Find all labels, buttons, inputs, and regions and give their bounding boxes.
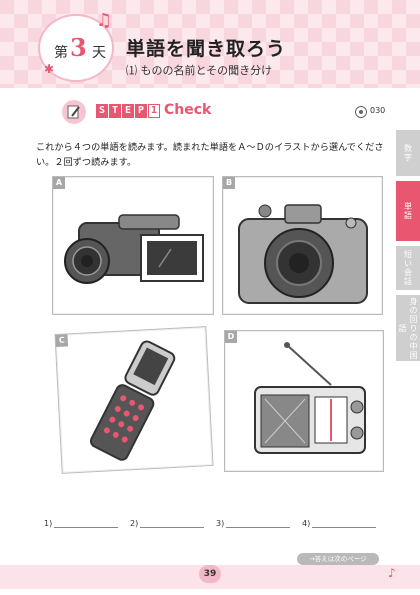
answer-number: 1) bbox=[44, 519, 53, 528]
answer-blank[interactable]: 2) bbox=[130, 519, 205, 528]
side-tab-everyday-chinese[interactable]: 身の回りの中国語 bbox=[396, 295, 420, 361]
card-label: C bbox=[55, 334, 69, 348]
radio-icon bbox=[254, 342, 366, 454]
picture-card-b[interactable]: B bbox=[222, 176, 383, 315]
step-letter: T bbox=[109, 104, 121, 118]
music-note-icon: ♪ bbox=[388, 566, 396, 580]
day-suffix: 天 bbox=[92, 45, 106, 61]
answer-number: 4) bbox=[302, 519, 311, 528]
star-icon: ✱ bbox=[44, 62, 55, 76]
answer-number: 3) bbox=[216, 519, 225, 528]
page-number: 39 bbox=[199, 565, 221, 583]
picture-card-a[interactable]: A bbox=[52, 176, 214, 315]
answer-blank[interactable]: 4) bbox=[302, 519, 377, 528]
card-label: D bbox=[225, 331, 237, 343]
camera-icon bbox=[238, 204, 368, 304]
answer-blank[interactable]: 1) bbox=[44, 519, 119, 528]
picture-card-c[interactable]: C bbox=[54, 326, 214, 474]
side-tab-numbers[interactable]: 数字 bbox=[396, 130, 420, 176]
instructions: これから４つの単語を読みます。読まれた単語をＡ～Ｄのイラストから選んでください。… bbox=[36, 142, 384, 168]
page-subtitle: ⑴ ものの名前とその聞き分け bbox=[126, 64, 273, 77]
page-title: 単語を聞き取ろう bbox=[126, 38, 287, 60]
pencil-icon bbox=[62, 100, 86, 124]
music-note-icon: ♫ bbox=[96, 10, 113, 31]
step-number: 1 bbox=[148, 104, 160, 118]
card-label: B bbox=[223, 177, 235, 189]
day-number: 3 bbox=[70, 33, 87, 62]
answer-number: 2) bbox=[130, 519, 139, 528]
day-badge: 第 3 天 bbox=[38, 14, 114, 82]
step-letter: E bbox=[122, 104, 134, 118]
step-heading: S T E P 1 Check 030 bbox=[62, 100, 386, 128]
answer-blank[interactable]: 3) bbox=[216, 519, 291, 528]
answer-row: 1) 2) 3) 4) bbox=[44, 519, 384, 533]
flip-phone-icon bbox=[89, 340, 176, 461]
side-tab-short-conversation[interactable]: 短い会話 bbox=[396, 246, 420, 290]
cd-icon[interactable] bbox=[355, 106, 367, 118]
picture-card-d[interactable]: D bbox=[224, 330, 384, 472]
card-label: A bbox=[53, 177, 65, 189]
step-letter: S bbox=[96, 104, 108, 118]
next-page-button[interactable]: →答えは次のページ bbox=[297, 553, 379, 565]
side-tab-words[interactable]: 単語 bbox=[396, 181, 420, 241]
check-label: Check bbox=[164, 102, 212, 118]
step-letter: P bbox=[135, 104, 147, 118]
video-camera-icon bbox=[64, 214, 204, 284]
day-prefix: 第 bbox=[54, 45, 68, 61]
track-number: 030 bbox=[370, 106, 386, 115]
